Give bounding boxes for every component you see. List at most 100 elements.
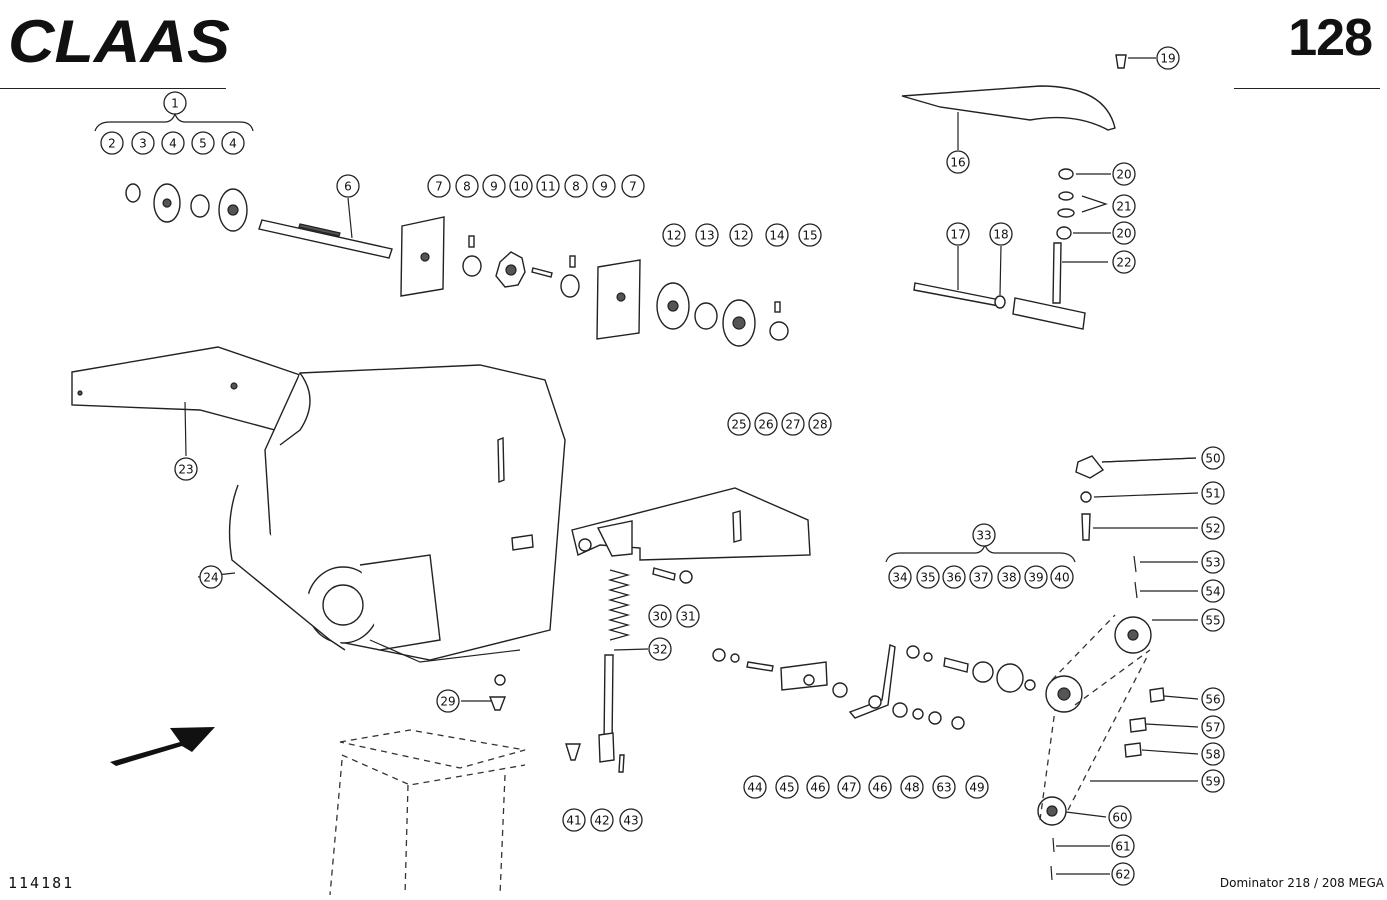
callout-circle [1201,516,1225,540]
callout-badge: 30 [648,604,672,628]
callout-number: 34 [892,571,907,585]
callout-number: 4 [229,137,237,151]
callout-circle [564,174,588,198]
callout-circle [932,775,956,799]
callout-badge: 40 [1050,565,1074,589]
callout-circle [1201,550,1225,574]
main-housing [71,346,566,663]
callout-number: 42 [594,814,609,828]
callout-badge: 31 [676,604,700,628]
callout-number: 49 [969,781,984,795]
callout-number: 60 [1112,811,1127,825]
callout-circle [989,222,1013,246]
callout-badge: 7 [427,174,451,198]
callout-badge: 56 [1201,687,1225,711]
callout-circle [562,808,586,832]
callout-circle [900,775,924,799]
drawing-number: 114181 [8,874,75,892]
callout-number: 43 [623,814,638,828]
callout-badge: 58 [1201,742,1225,766]
bearing-housing-parts [125,183,248,232]
callout-number: 19 [1160,52,1175,66]
drive-shaft [258,219,393,259]
callout-number: 7 [629,180,637,194]
mounting-bracket [571,487,811,561]
callout-badge: 3 [131,131,155,155]
callout-circle [336,174,360,198]
callout-badge: 48 [900,775,924,799]
callout-circle [754,412,778,436]
callout-circle [648,637,672,661]
callout-badge: 46 [806,775,830,799]
callout-circle [648,604,672,628]
callout-badge: 39 [1024,565,1048,589]
shaft-assembly-parts [400,216,789,347]
callout-number: 7 [435,180,443,194]
callout-badge: 2 [100,131,124,155]
callout-circle [131,131,155,155]
callout-number: 38 [1001,571,1016,585]
callout-circle [781,412,805,436]
callout-circle [1201,579,1225,603]
flow-direction-arrow-icon [110,727,215,766]
group-21-bracket [1081,195,1108,213]
callout-number: 10 [513,180,528,194]
callout-circle [455,174,479,198]
callout-badge: 26 [754,412,778,436]
callout-badge: 41 [562,808,586,832]
callout-badge: 6 [336,174,360,198]
callout-number: 23 [178,463,193,477]
callout-badge: 12 [662,223,686,247]
callout-badge: 32 [648,637,672,661]
callout-badge: 34 [888,565,912,589]
callout-circle [946,222,970,246]
callout-number: 57 [1205,721,1220,735]
callout-badge: 20 [1112,221,1136,245]
callout-number: 53 [1205,556,1220,570]
header-rule-right [1234,88,1380,89]
callout-circle [1201,687,1225,711]
callout-circle [727,412,751,436]
callout-number: 2 [108,137,116,151]
callout-badge: 8 [455,174,479,198]
callout-number: 31 [680,610,695,624]
callout-badge: 5 [191,131,215,155]
callout-badge: 15 [798,223,822,247]
callout-number: 48 [904,781,919,795]
callout-circle [619,808,643,832]
callout-circle [1156,46,1180,70]
callout-badge: 16 [946,150,970,174]
callout-badge: 11 [536,174,560,198]
callout-circle [798,223,822,247]
callout-circle [969,565,993,589]
model-caption: Dominator 218 / 208 MEGA [1219,876,1384,890]
callout-number: 62 [1115,868,1130,882]
callout-badge: 61 [1111,834,1135,858]
callout-circle [942,565,966,589]
callout-number: 61 [1115,840,1130,854]
top-right-parts [901,54,1127,330]
callout-badge: 14 [765,223,789,247]
callout-badge: 46 [868,775,892,799]
callout-circle [972,523,996,547]
callout-number: 37 [973,571,988,585]
callout-number: 54 [1205,585,1220,599]
callout-circle [621,174,645,198]
callout-number: 8 [463,180,471,194]
callout-circle [1112,250,1136,274]
callout-number: 45 [779,781,794,795]
group-33-bracket [885,543,1076,563]
callout-number: 35 [920,571,935,585]
callout-badge: 44 [743,775,767,799]
callout-number: 1 [171,97,179,111]
callout-badge: 17 [946,222,970,246]
callout-circle [1201,715,1225,739]
callout-circle [808,412,832,436]
callout-number: 18 [993,228,1008,242]
callout-badge: 42 [590,808,614,832]
callout-circle [946,150,970,174]
callout-circle [163,91,187,115]
callout-circle [436,689,460,713]
callout-badge: 4 [161,131,185,155]
